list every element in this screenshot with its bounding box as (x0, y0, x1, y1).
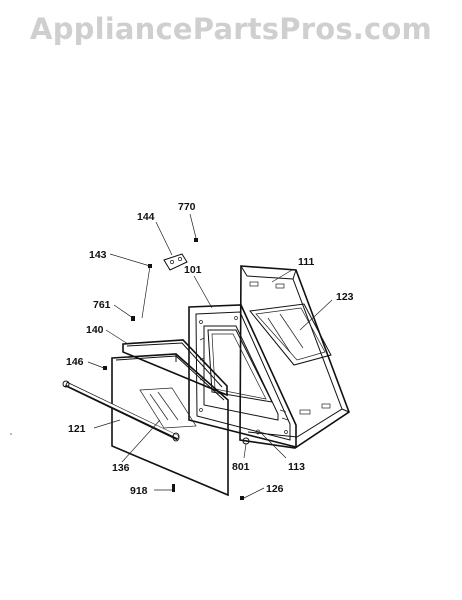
callout-146: 146 (66, 356, 84, 368)
screw-918 (172, 484, 175, 492)
callout-113: 113 (288, 461, 305, 473)
inner-door-liner (188, 304, 297, 449)
callout-143: 143 (89, 249, 107, 261)
callout-101: 101 (184, 264, 202, 276)
screw-146 (103, 366, 107, 370)
callout-136: 136 (112, 462, 130, 474)
callout-123: 123 (336, 291, 354, 303)
door-handle (62, 380, 180, 442)
screw-770 (194, 238, 198, 242)
outer-door-panel (239, 265, 350, 449)
stray-mark (10, 433, 12, 435)
screw-761 (131, 316, 135, 321)
door-glass (249, 303, 332, 366)
callout-801: 801 (232, 461, 250, 473)
door-gasket (122, 339, 228, 397)
callout-126: 126 (266, 483, 284, 495)
screw-126 (240, 496, 244, 500)
hinge-bracket (163, 253, 188, 271)
callout-111: 111 (298, 256, 315, 268)
watermark-logo: AppliancePartsPros.com (30, 12, 432, 46)
leader-lines (87, 213, 333, 499)
callout-770: 770 (178, 201, 196, 213)
callout-121: 121 (68, 423, 86, 435)
front-door-panel (111, 353, 229, 497)
callout-140: 140 (86, 324, 104, 336)
callout-918: 918 (130, 485, 148, 497)
callout-761: 761 (93, 299, 111, 311)
callout-144: 144 (137, 211, 155, 223)
